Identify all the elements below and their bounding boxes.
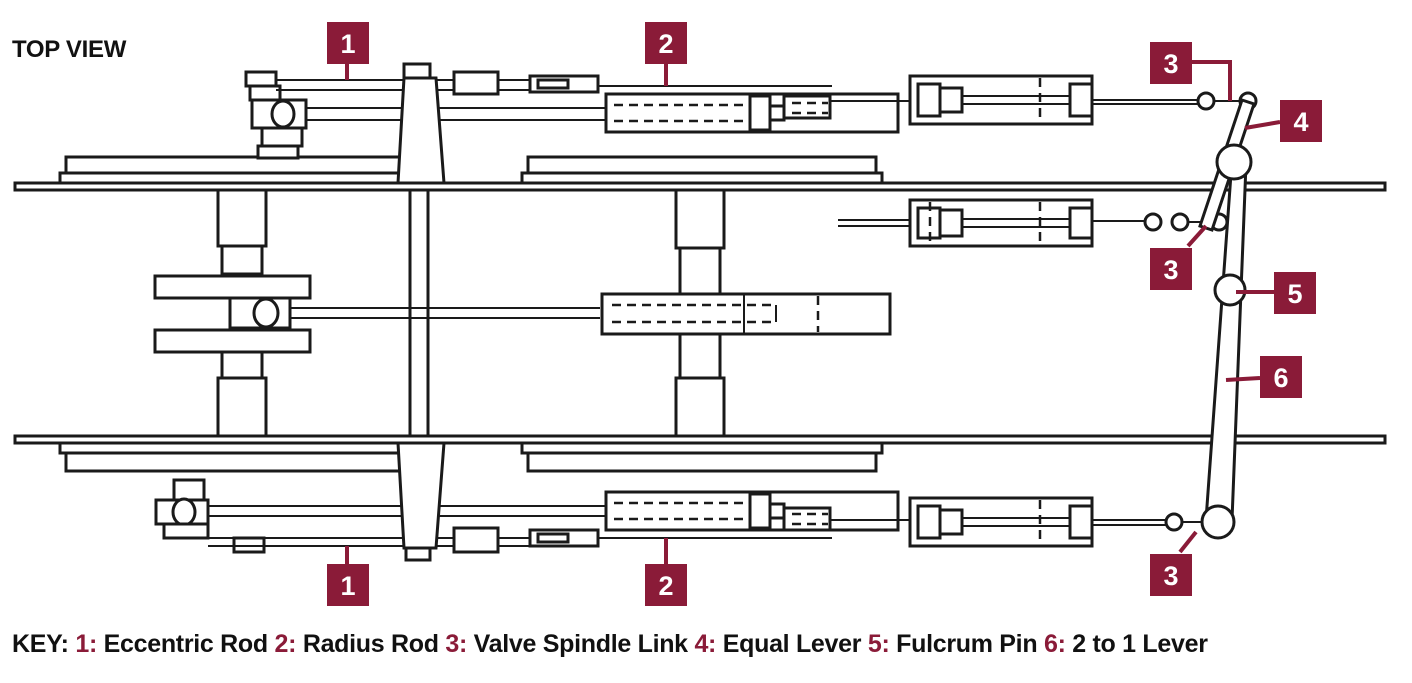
badge-3-top-label: 3 [1163, 49, 1178, 79]
valve-gear-diagram: 1 2 3 4 3 5 6 1 2 3 [13, 22, 1387, 606]
key-num-3: 3: [445, 630, 468, 658]
key-label-1: Eccentric Rod [103, 630, 269, 658]
badge-3-middle: 3 [1150, 248, 1192, 290]
badge-3-bottom: 3 [1150, 554, 1192, 596]
badge-5-label: 5 [1287, 279, 1302, 309]
badge-3-bottom-label: 3 [1163, 561, 1178, 591]
key-num-1: 1: [75, 630, 97, 658]
badge-2-top-label: 2 [658, 29, 673, 59]
key-label-5: Fulcrum Pin [896, 630, 1038, 658]
conjugated-levers [1198, 98, 1256, 540]
key-legend: KEY: 1: Eccentric Rod 2: Radius Rod 3: V… [12, 630, 1208, 659]
badge-5: 5 [1274, 272, 1316, 314]
badge-2-bottom: 2 [645, 564, 687, 606]
badge-4: 4 [1280, 100, 1322, 142]
driving-axle [153, 188, 600, 438]
frames [13, 155, 1387, 473]
key-label-4: Equal Lever [722, 630, 862, 658]
badge-2-top: 2 [645, 22, 687, 64]
badge-1-bottom-label: 1 [340, 571, 355, 601]
badge-4-label: 4 [1293, 107, 1308, 137]
view-title: TOP VIEW [12, 36, 127, 63]
middle-valve-chest [838, 198, 1229, 248]
badge-1-bottom: 1 [327, 564, 369, 606]
badge-2-bottom-label: 2 [658, 571, 673, 601]
coupled-axle [600, 188, 892, 438]
key-num-5: 5: [867, 630, 890, 658]
key-prefix: KEY: [12, 630, 69, 658]
badge-1-top: 1 [327, 22, 369, 64]
key-num-6: 6: [1043, 630, 1066, 658]
badge-1-top-label: 1 [340, 29, 355, 59]
leader-lines [345, 60, 1281, 566]
badge-6-label: 6 [1273, 363, 1288, 393]
key-num-4: 4: [694, 630, 717, 658]
badge-6: 6 [1260, 356, 1302, 398]
badge-3-top: 3 [1150, 42, 1192, 84]
badge-3-middle-label: 3 [1163, 255, 1178, 285]
key-label-2: Radius Rod [302, 630, 439, 658]
top-valve-gear [244, 62, 1258, 185]
key-num-2: 2: [274, 630, 297, 658]
key-label-6: 2 to 1 Lever [1072, 630, 1208, 658]
bottom-valve-gear [154, 441, 1204, 562]
key-label-3: Valve Spindle Link [473, 630, 688, 658]
